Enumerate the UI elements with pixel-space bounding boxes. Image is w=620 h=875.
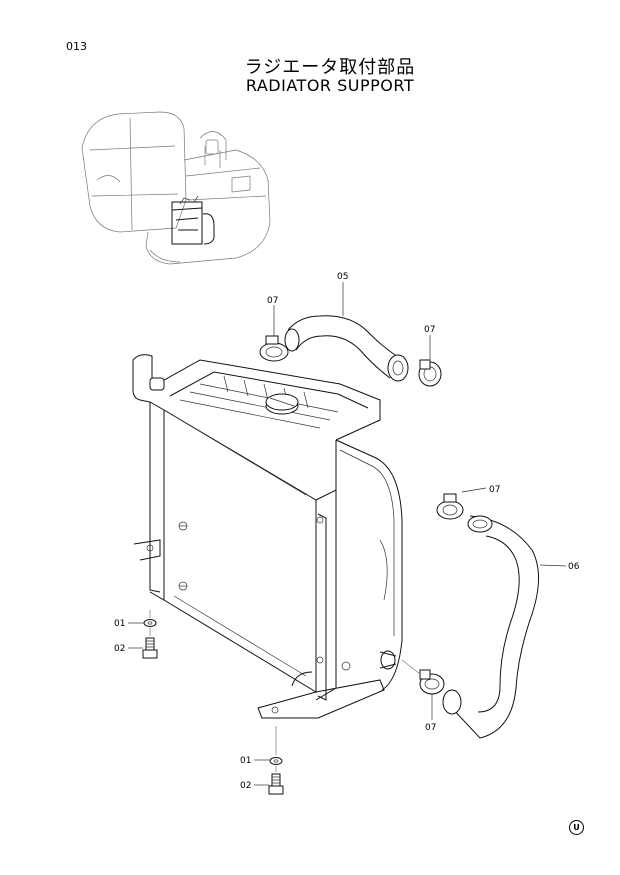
page-title-english: RADIATOR SUPPORT: [245, 76, 415, 95]
callout-06: 06: [568, 562, 580, 572]
washer-bottom: [269, 757, 283, 765]
callout-07-lower-bottom: 07: [425, 723, 436, 733]
footer-mark: U: [569, 820, 584, 835]
bolt-left: [142, 637, 158, 659]
callout-07-upper-left: 07: [267, 296, 278, 306]
bolt-bottom: [268, 773, 284, 795]
callout-05: 05: [337, 272, 348, 282]
upper-hose: [284, 315, 409, 382]
hose-clamp-lower-top: [436, 493, 464, 520]
hose-clamp-upper-right: [418, 359, 442, 387]
page-number: 013: [66, 40, 87, 53]
callout-01-left: 01: [114, 619, 125, 629]
callout-01-bottom: 01: [240, 756, 251, 766]
washer-left: [143, 619, 157, 627]
lower-hose: [442, 515, 540, 739]
radiator-assembly: [132, 354, 403, 719]
excavator-locator-view: [81, 111, 271, 265]
hose-clamp-upper-left: [259, 335, 289, 362]
callout-02-left: 02: [114, 644, 125, 654]
leader-lines: [128, 282, 567, 786]
page-title-japanese: ラジエータ取付部品: [244, 57, 416, 78]
callout-02-bottom: 02: [240, 781, 251, 791]
callout-07-lower-top: 07: [489, 485, 500, 495]
callout-07-upper-right: 07: [424, 325, 435, 335]
hose-clamp-lower-bottom: [419, 669, 445, 695]
